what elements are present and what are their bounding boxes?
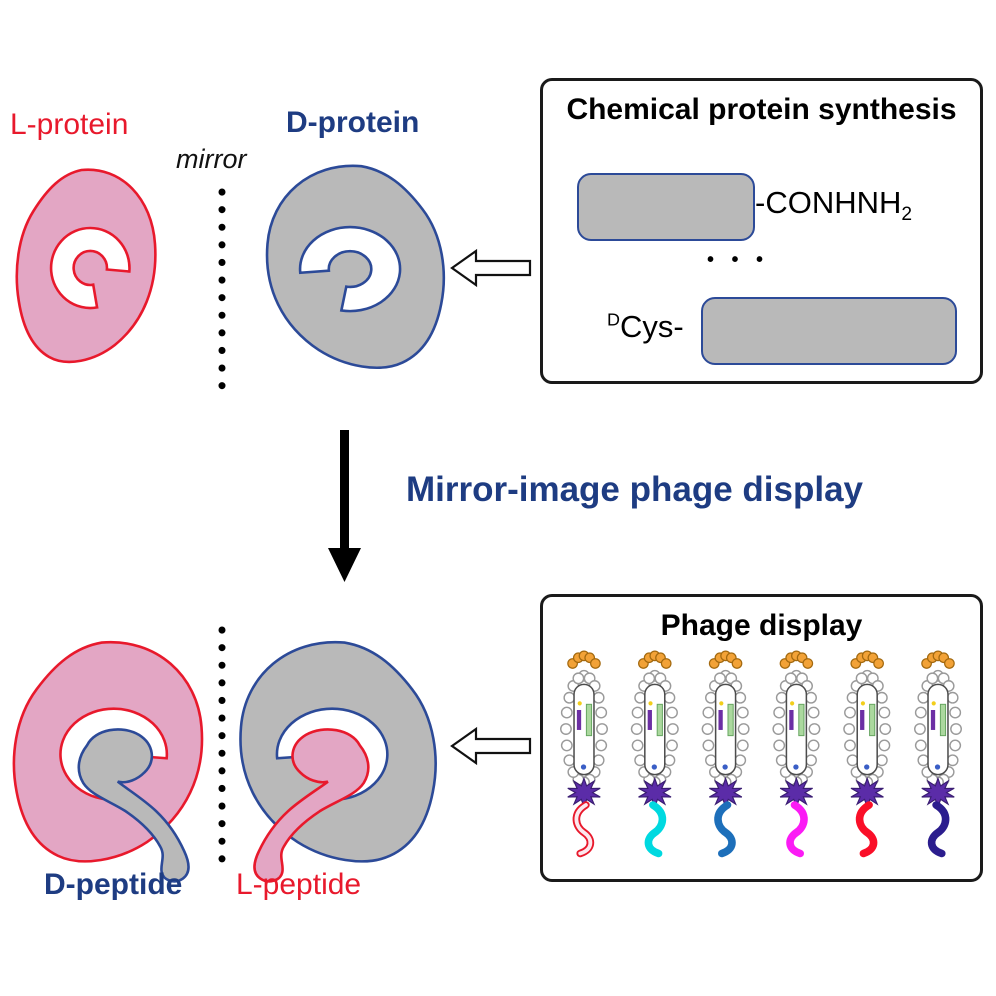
fragment-2-text: Cys-	[619, 309, 684, 344]
synthesis-to-protein-arrow	[450, 249, 532, 287]
l-protein-with-d-peptide	[12, 640, 204, 884]
phage-6	[914, 650, 962, 858]
phage-display-title: Phage display	[660, 609, 863, 642]
phage-display-panel: Phage display	[540, 594, 983, 882]
d-protein-label: D-protein	[286, 106, 420, 139]
phage-3	[701, 650, 750, 858]
phage-2	[630, 650, 679, 858]
mirror-image-phage-display-label: Mirror-image phage display	[405, 470, 864, 509]
peptide-fragment-1-rect	[577, 173, 755, 241]
l-protein-label: L-protein	[10, 108, 129, 141]
phage-library-graphic	[560, 650, 962, 858]
fragment-2-superscript: D	[607, 309, 620, 330]
phage-4	[772, 650, 821, 858]
ellipsis-dots: • • •	[706, 249, 770, 271]
chemical-synthesis-panel: Chemical protein synthesis -CONHNH2 • • …	[540, 78, 983, 384]
phage-to-complex-arrow	[450, 727, 532, 765]
l-protein-blob	[15, 168, 157, 364]
phage-5	[843, 650, 892, 858]
fragment-1-text: -CONHNH	[755, 185, 902, 220]
d-protein-blob	[265, 164, 446, 370]
fragment-2-formula: DCys-	[607, 309, 684, 345]
fragment-1-subscript: 2	[901, 204, 913, 226]
phage-1	[560, 650, 608, 858]
mirror-label: mirror	[176, 144, 247, 174]
l-peptide-label: L-peptide	[236, 868, 362, 901]
down-arrow	[328, 430, 361, 582]
peptide-fragment-2-rect	[701, 297, 957, 365]
d-peptide-label: D-peptide	[44, 868, 183, 901]
chemical-synthesis-title: Chemical protein synthesis	[566, 93, 957, 126]
fragment-1-formula: -CONHNH2	[755, 185, 912, 226]
d-protein-with-l-peptide	[238, 640, 438, 884]
